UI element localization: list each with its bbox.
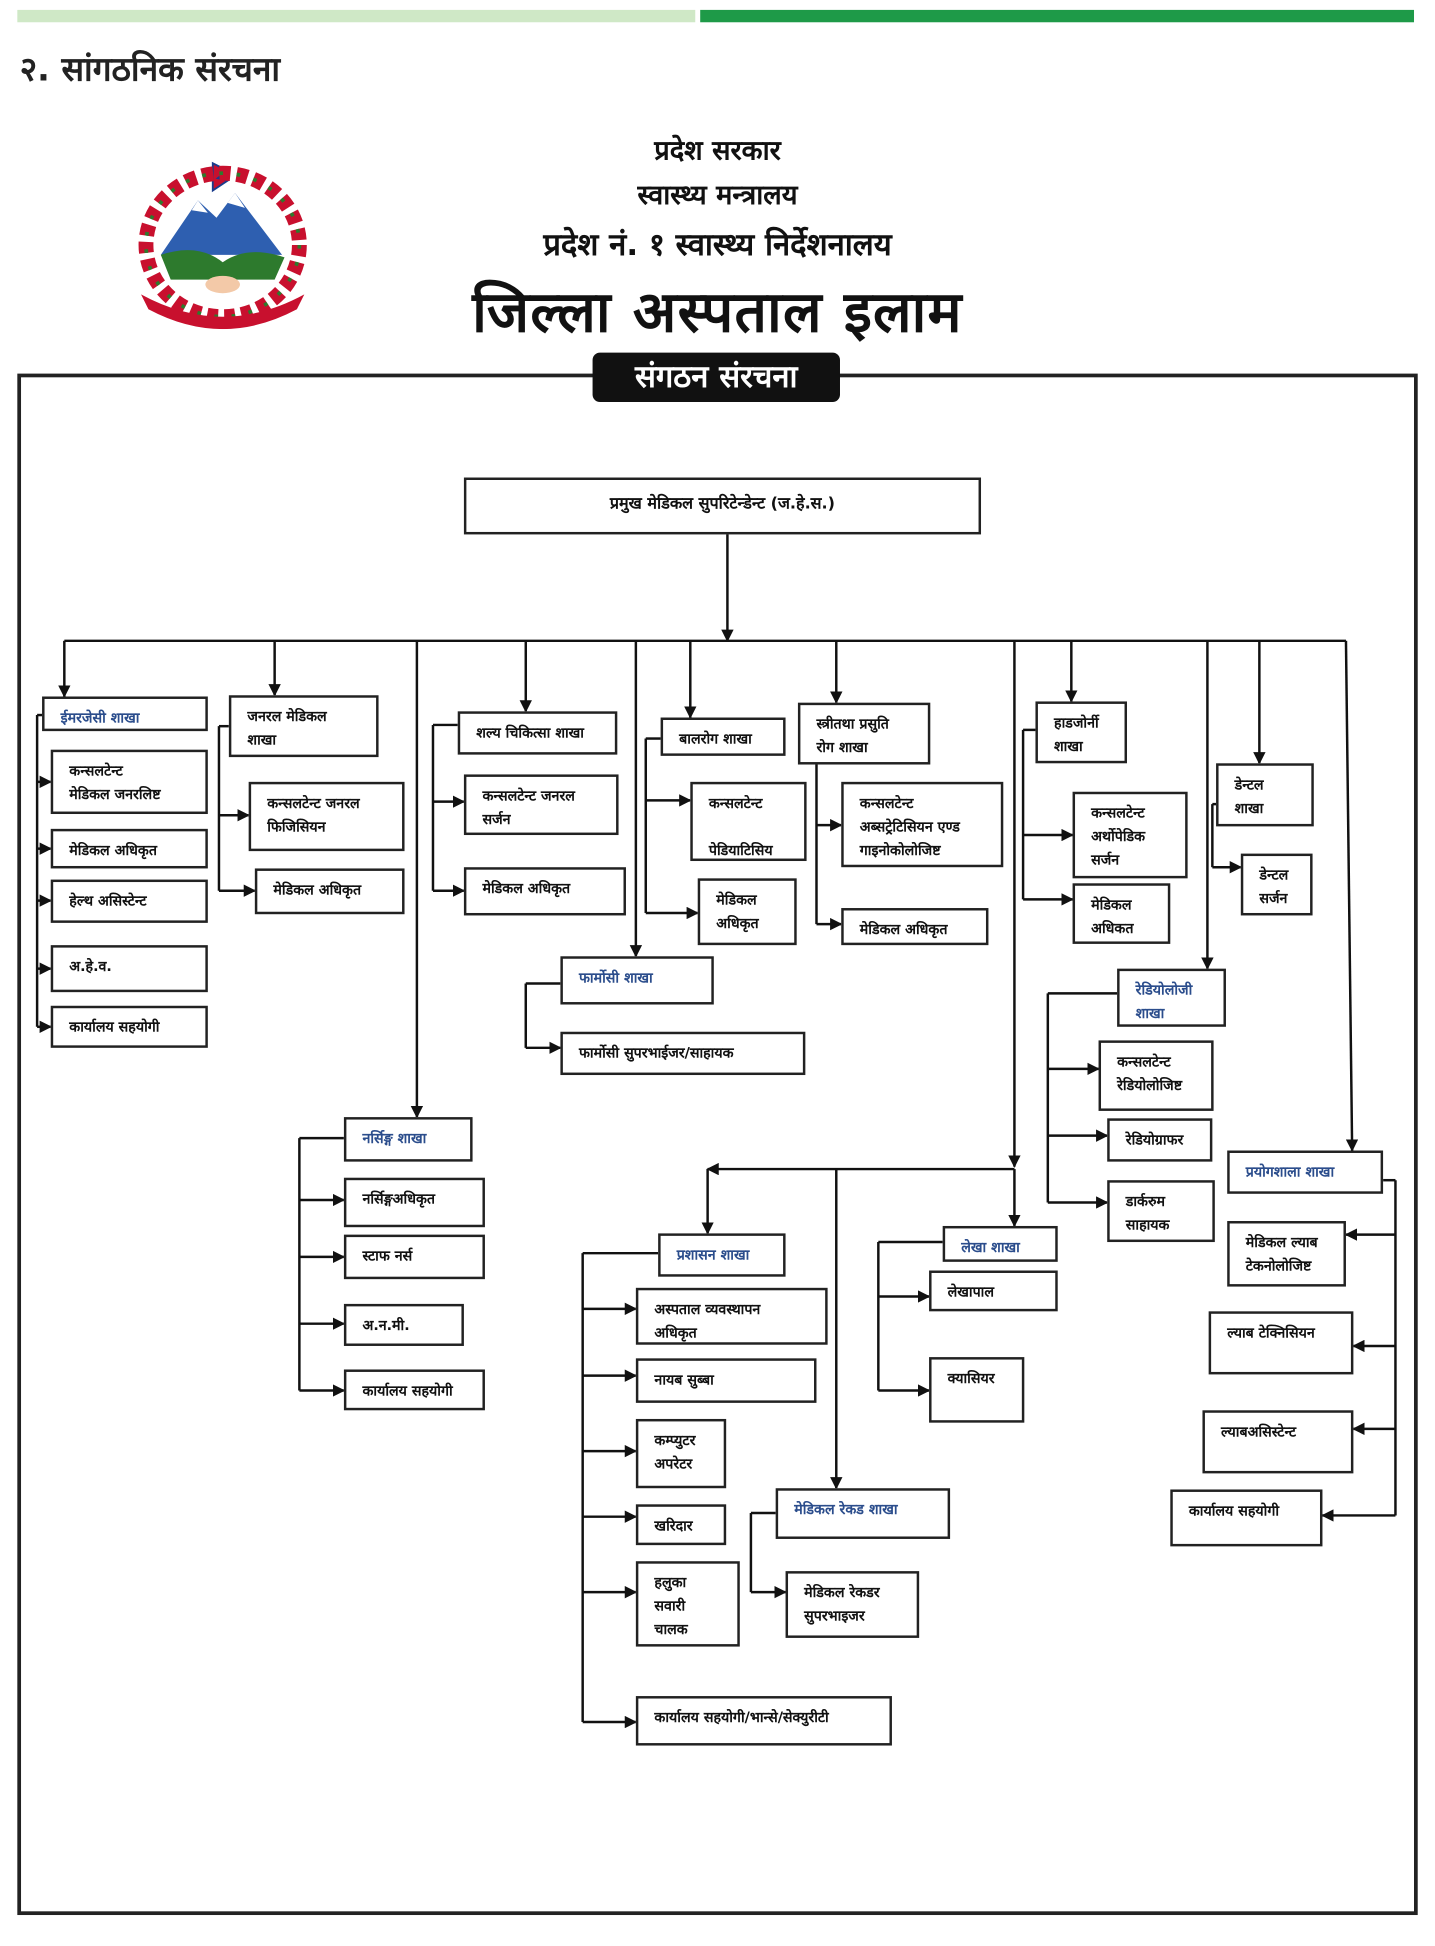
org-box-pediatric: बालरोग शाखा: [660, 717, 786, 756]
header-government: प्रदेश सरकार: [654, 136, 781, 168]
org-box-surgery: शल्य चिकित्सा शाखा: [457, 711, 618, 755]
org-box-pe-c2: मेडिकल अधिकृत: [697, 878, 797, 946]
org-box-admin: प्रशासन शाखा: [658, 1233, 786, 1277]
org-box-ac-c2: क्यासियर: [929, 1357, 1025, 1423]
org-box-gy-c2: मेडिकल अधिकृत: [841, 908, 989, 946]
org-box-su-c2: मेडिकल अधिकृत: [463, 867, 626, 916]
org-box-ra-c2: रेडियोग्राफर: [1107, 1118, 1213, 1162]
org-box-genmed: जनरल मेडिकल शाखा: [228, 695, 379, 758]
org-box-lab: प्रयोगशाला शाखा: [1227, 1150, 1384, 1194]
org-box-nu-c4: कार्यालय सहयोगी: [343, 1369, 485, 1411]
org-box-ortho: हाडजोर्नी शाखा: [1035, 701, 1127, 764]
header-bar-dark: [700, 9, 1415, 23]
org-box-ad-c5: हलुका सवारी चालक: [635, 1561, 740, 1647]
header-directorate: प्रदेश नं. १ स्वास्थ्य निर्देशनालय: [543, 226, 892, 263]
org-box-or-c2: मेडिकल अधिकत: [1072, 883, 1171, 944]
org-box-ad-c4: खरिदार: [635, 1504, 727, 1546]
hospital-name: जिल्ला अस्पताल इलाम: [472, 278, 963, 346]
org-box-records: मेडिकल रेकड शाखा: [775, 1488, 951, 1539]
org-box-gm-c2: मेडिकल अधिकृत: [254, 868, 405, 915]
org-box-gm-c1: कन्सलटेन्ट जनरल फिजिसियन: [248, 781, 405, 852]
org-box-em-c1: कन्सलटेन्ट मेडिकल जनरलिष्ट: [50, 749, 208, 815]
org-box-gyn: स्त्रीतथा प्रसुति रोग शाखा: [797, 702, 931, 765]
org-box-ac-c1: लेखापाल: [929, 1270, 1058, 1312]
org-chart-title: संगठन संरचना: [592, 352, 840, 403]
org-box-nu-c3: अ.न.मी.: [343, 1303, 464, 1346]
org-box-accounts: लेखा शाखा: [942, 1225, 1058, 1262]
org-box-la-c2: ल्याब टेक्निसियन: [1208, 1311, 1354, 1375]
org-box-ad-c2: नायब सुब्बा: [635, 1358, 817, 1403]
org-box-la-c4: कार्यालय सहयोगी: [1170, 1489, 1323, 1547]
org-box-radiology: रेडियोलोजी शाखा: [1117, 968, 1226, 1027]
org-box-ad-c6: कार्यालय सहयोगी/भान्से/सेक्युरीटी: [635, 1696, 892, 1746]
header-ministry: स्वास्थ्य मन्त्रालय: [637, 180, 798, 212]
org-box-de-c1: डेन्टल सर्जन: [1240, 853, 1313, 916]
org-box-or-c1: कन्सलटेन्ट अर्थोपेडिक सर्जन: [1072, 791, 1188, 879]
org-box-ad-c3: कम्प्युटर अपरेटर: [635, 1418, 727, 1489]
org-box-gy-c1: कन्सलटेन्ट अब्सट्रेटिसियन एण्ड गाइनोकोलो…: [841, 781, 1004, 868]
org-box-nursing: नर्सिङ्ग शाखा: [343, 1117, 473, 1162]
org-box-em-c4: अ.हे.व.: [50, 945, 208, 993]
org-box-nu-c2: स्टाफ नर्स: [343, 1234, 485, 1280]
org-box-ra-c1: कन्सलटेन्ट रेडियोलोजिष्ट: [1098, 1040, 1214, 1111]
header-bar-light: [17, 9, 696, 23]
org-box-nu-c1: नर्सिङ्गअधिकृत: [343, 1177, 485, 1228]
org-box-chief: प्रमुख मेडिकल सुपरिटेन्डेन्ट (ज.हे.स.): [463, 477, 982, 535]
org-box-la-c1: मेडिकल ल्याब टेकनोलोजिष्ट: [1227, 1221, 1346, 1287]
org-box-ph-c1: फार्मोसी सुपरभाईजर/साहायक: [560, 1031, 806, 1076]
org-box-ra-c3: डार्करुम साहायक: [1107, 1180, 1215, 1243]
org-box-emergency: ईमरजेसी शाखा: [42, 696, 208, 732]
org-box-dental: डेन्टल शाखा: [1216, 763, 1314, 827]
org-box-su-c1: कन्सलटेन्ट जनरल सर्जन: [463, 774, 619, 836]
org-box-re-c1: मेडिकल रेकडर सुपरभाइजर: [785, 1571, 920, 1638]
org-box-em-c2: मेडिकल अधिकृत: [50, 828, 208, 869]
org-box-pe-c1: कन्सलटेन्ट पेडियाटिसिय: [690, 781, 807, 862]
org-box-em-c5: कार्यालय सहयोगी: [50, 1005, 208, 1048]
org-box-em-c3: हेल्थ असिस्टेन्ट: [50, 879, 208, 923]
section-title: २. सांगठनिक संरचना: [19, 50, 281, 90]
nepal-emblem-icon: [138, 161, 307, 330]
org-box-la-c3: ल्याबअसिस्टेन्ट: [1202, 1410, 1354, 1474]
org-box-pharmacy: फार्मोसी शाखा: [560, 956, 714, 1005]
connector-arrow: [1344, 640, 1359, 1152]
org-box-ad-c1: अस्पताल व्यवस्थापन अधिकृत: [635, 1287, 828, 1345]
